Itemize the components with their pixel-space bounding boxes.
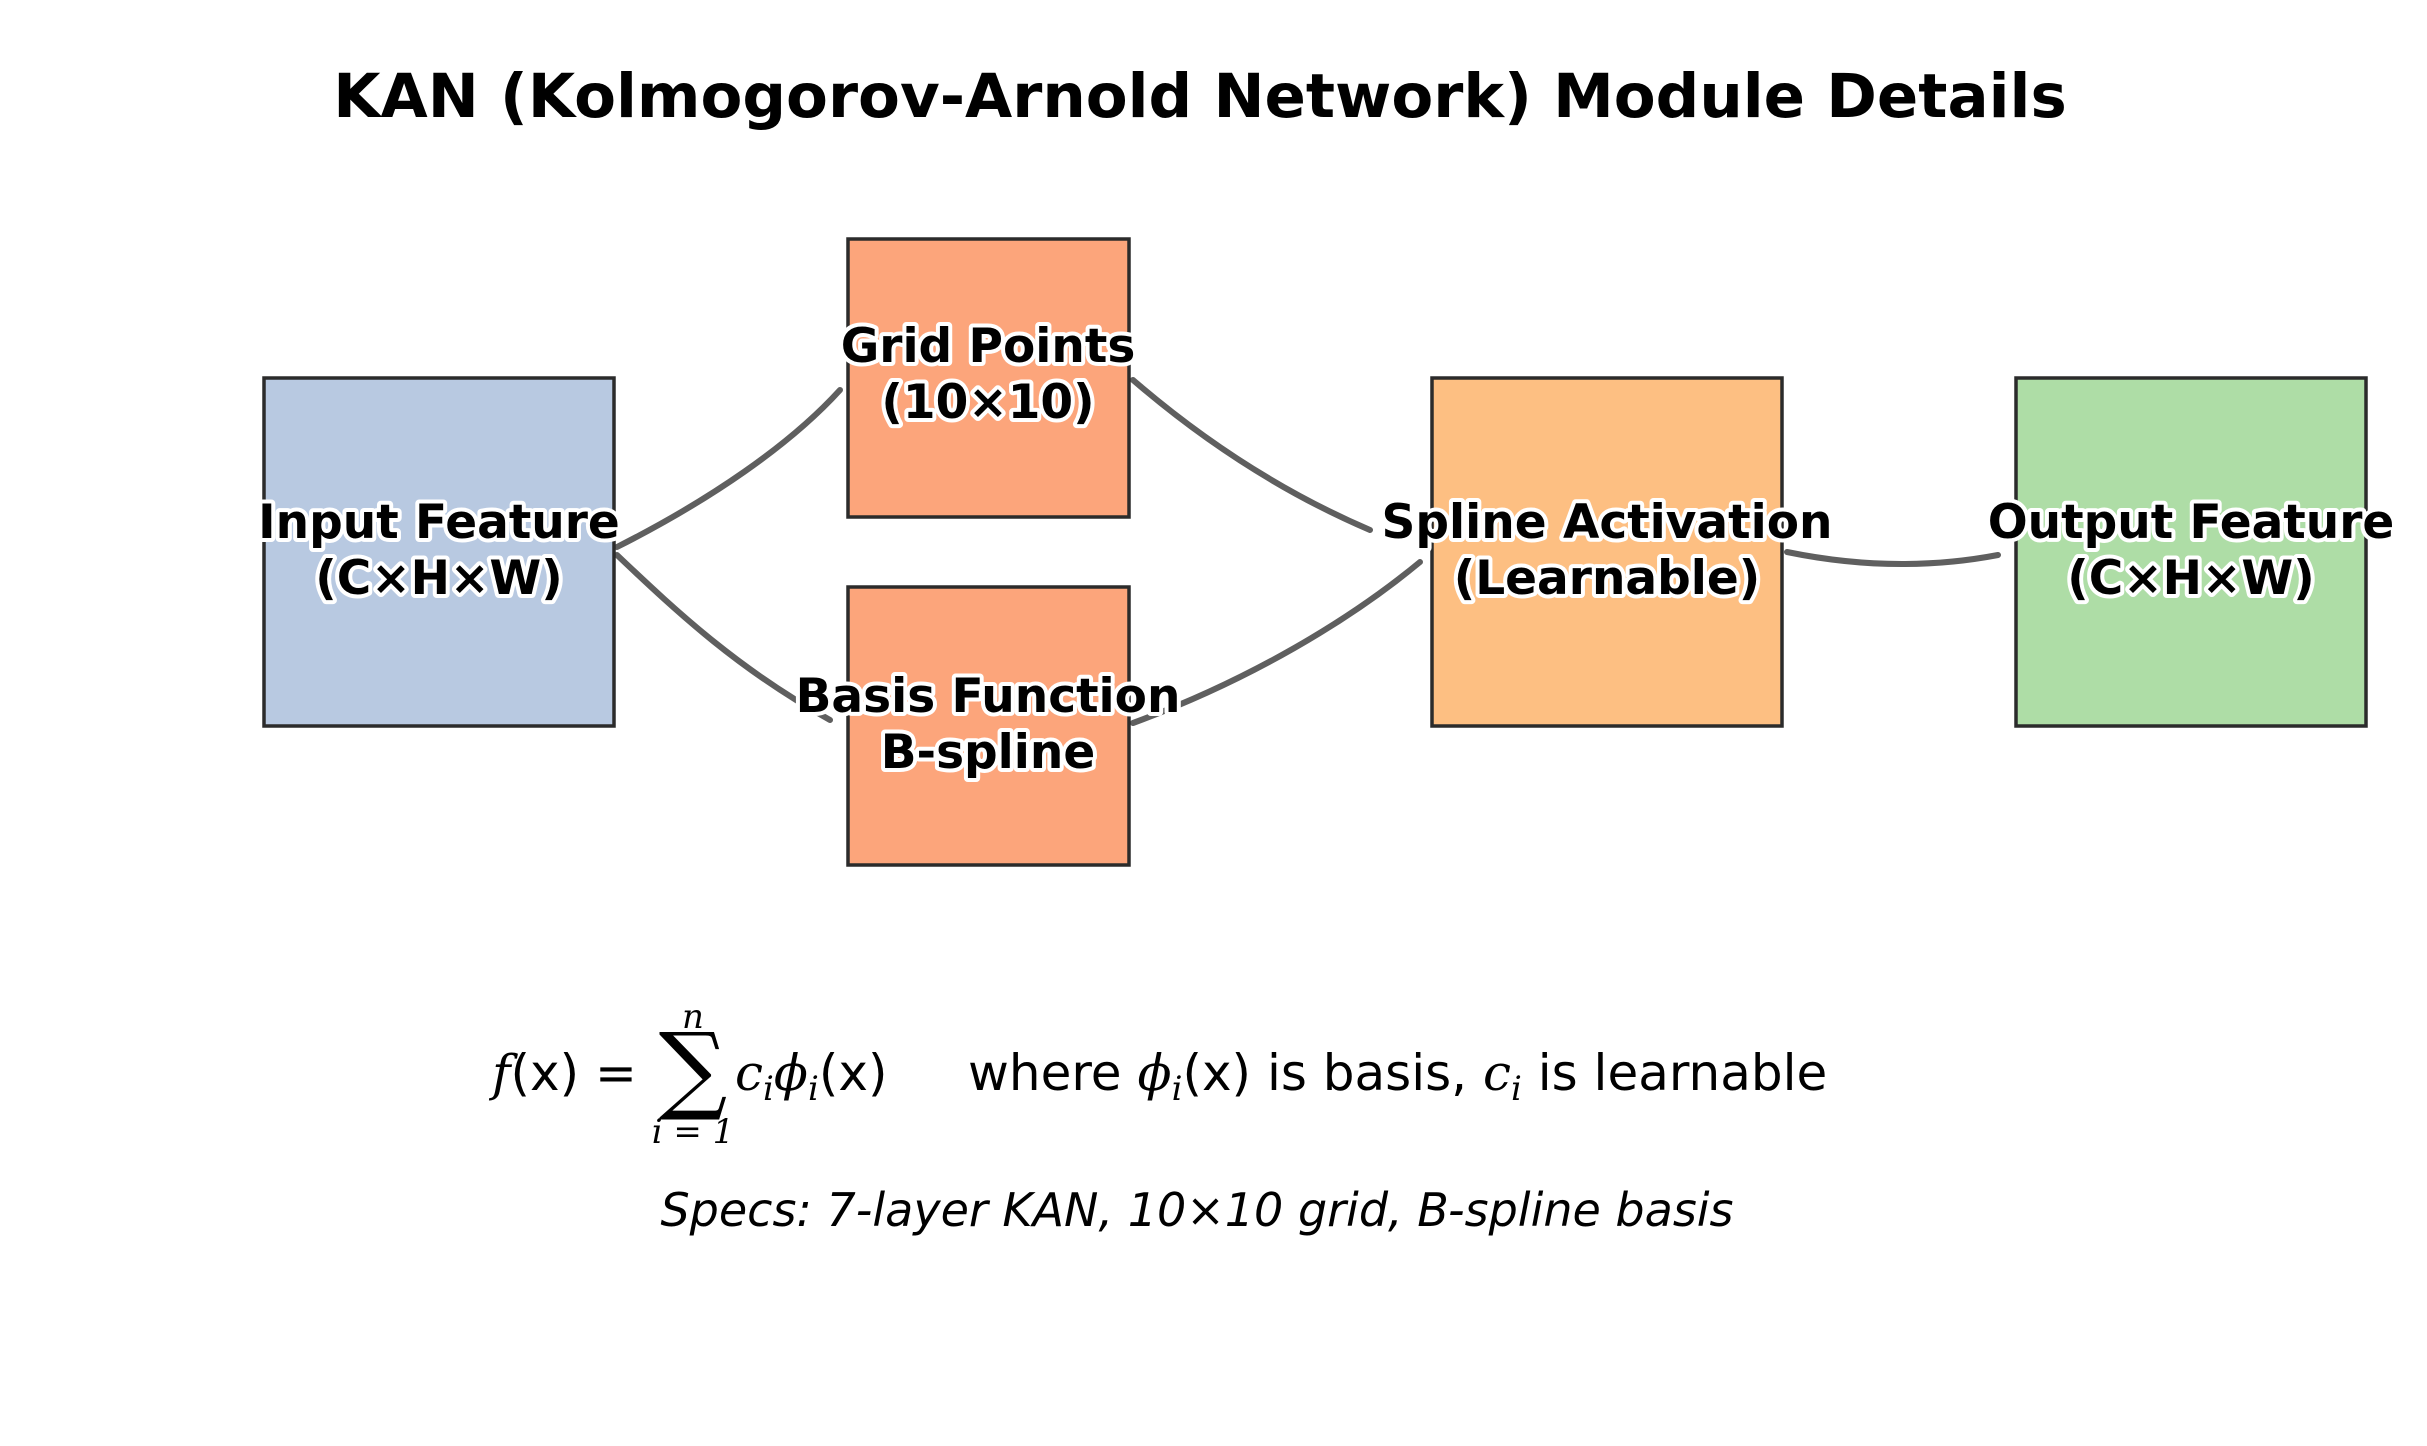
formula-term-phi-sub: i [808,1069,819,1109]
edge-grid-to-spline [1130,377,1373,533]
node-basis-box [846,585,1131,867]
formula-term-c: c [735,1044,763,1102]
formula-where-c-sub: i [1511,1069,1522,1109]
node-spline-label-line1: Spline Activation [1382,495,1833,550]
node-basis-label-line2: B-spline [881,725,1096,780]
formula-is-learnable: is learnable [1522,1044,1827,1102]
node-output-label-line1: Output Feature [1988,495,2395,550]
node-grid-label-line1: Grid Points [841,319,1136,374]
node-grid-box [846,237,1131,519]
node-basis-label-line1: Basis Function [796,669,1181,724]
node-basis-function: Basis Function B-spline [792,585,1184,867]
formula-term-c-sub: i [763,1069,774,1109]
diagram-title: KAN (Kolmogorov-Arnold Network) Module D… [333,61,2067,132]
node-input-label-line2: (C×H×W) [315,551,562,606]
formula-is-basis: is basis, [1251,1044,1483,1102]
node-output-box [2014,376,2368,728]
node-grid-points: Grid Points (10×10) [837,237,1139,519]
formula-where: where ϕi(x) is basis, ci is learnable [968,1044,1827,1109]
node-spline-box [1430,376,1784,728]
formula-where-phi: ϕ [1137,1044,1171,1102]
node-spline-label-line2: (Learnable) [1454,551,1761,606]
formula-lhs: f(x) = [488,1044,637,1102]
formula-term-phi: ϕ [774,1044,808,1102]
edge-input-to-grid [614,387,843,550]
specs-text: Specs: 7-layer KAN, 10×10 grid, B-spline… [660,1183,1733,1237]
formula-lhs-arg: (x) = [511,1044,637,1102]
formula-where-text: where [968,1044,1137,1102]
formula-where-arg: (x) [1182,1044,1251,1102]
formula-where-phi-sub: i [1172,1069,1183,1109]
formula-sigma: ∑ [659,1012,728,1124]
edge-input-to-basis [614,552,833,723]
node-input-label-line1: Input Feature [258,495,620,550]
formula-sum-upper: n [682,997,704,1037]
node-output-label-line2: (C×H×W) [2067,551,2314,606]
formula-where-c: c [1483,1044,1511,1102]
edges [614,377,2001,726]
formula: f(x) = n ∑ i = 1 ciϕi(x) where ϕi(x) is … [488,997,1827,1152]
formula-sum-lower: i = 1 [652,1112,735,1152]
node-grid-label-line2: (10×10) [881,375,1094,430]
edge-spline-to-output [1784,549,2001,568]
node-input-box [262,376,616,728]
formula-term: ciϕi(x) [735,1044,887,1109]
node-output-feature: Output Feature (C×H×W) [1984,376,2398,728]
edge-basis-to-spline [1130,559,1423,726]
node-spline-activation: Spline Activation (Learnable) [1378,376,1836,728]
formula-term-arg: (x) [819,1044,888,1102]
node-input-feature: Input Feature (C×H×W) [254,376,624,728]
